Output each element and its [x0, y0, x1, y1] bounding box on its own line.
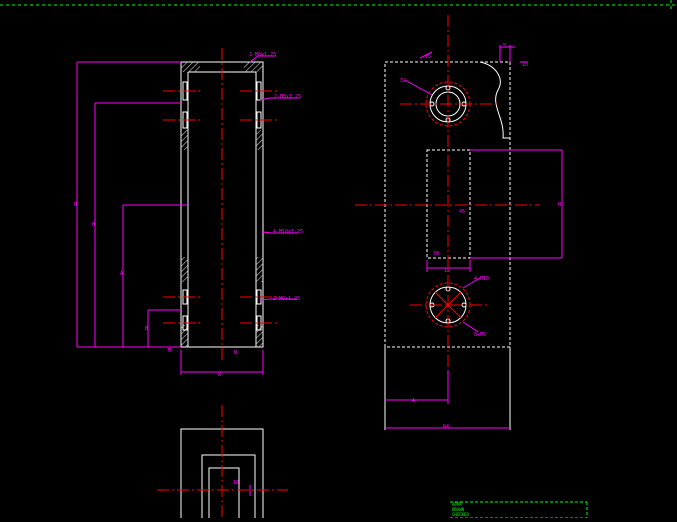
thread-tag-top: 2-M8x1.25: [249, 52, 276, 58]
drawing-border: [0, 0, 677, 10]
thread-tag-middle: 4-M10x1.25: [273, 229, 303, 235]
dim-height-a: A: [120, 271, 123, 277]
dimension-lines: [385, 45, 563, 429]
dim-top-offset: 5: [503, 43, 506, 49]
hatched-section: [181, 62, 263, 347]
dim-height-b: B: [145, 326, 148, 332]
dim-slot-width: 10: [444, 268, 450, 274]
title-block: APPR DRAWN CHECKED: [450, 501, 588, 519]
dim-width-w: W: [218, 372, 222, 378]
dimension-lines: [76, 61, 264, 375]
title-block-line: CHECKED: [452, 512, 469, 517]
hole-callout-lower: 8xM6: [474, 332, 486, 338]
dim-center: 45: [459, 209, 465, 215]
dim-label-n: N: [234, 350, 237, 356]
centerline: [157, 405, 288, 518]
dim-detail: 16: [233, 480, 239, 486]
side-view: 5 18 45 32 45 H 30 10 A R4 4-M10 8xM6: [355, 15, 563, 430]
hole-callout-upper: 4-M10: [474, 276, 489, 282]
front-view: 2-M8x1.25 2-M8x1.25 4-M10x1.25 2-M8x1.25…: [74, 48, 303, 378]
dim-top-hole: 32: [400, 78, 406, 84]
title-block-line: DRAWN: [452, 507, 465, 512]
dim-overall-height: R: [74, 202, 78, 208]
dim-slot-height: H: [558, 202, 561, 208]
dim-height-h: H: [92, 222, 95, 228]
break-line: [479, 61, 510, 139]
dim-slot-depth: 30: [433, 251, 439, 257]
title-block-line: APPR: [452, 502, 462, 507]
centerline: [355, 15, 540, 370]
thread-tag-lower: 2-M8x1.25: [273, 296, 300, 302]
centerline: [163, 48, 280, 360]
dim-full-width: R4: [443, 424, 449, 430]
dim-half-width: A: [412, 398, 415, 404]
detail-view: 16: [157, 405, 288, 522]
dim-edge: 18: [522, 62, 528, 68]
thread-tag-upper: 2-M8x1.25: [274, 94, 301, 100]
dim-label-m: M: [168, 348, 171, 354]
dim-hole-chamfer: 45: [425, 54, 431, 60]
